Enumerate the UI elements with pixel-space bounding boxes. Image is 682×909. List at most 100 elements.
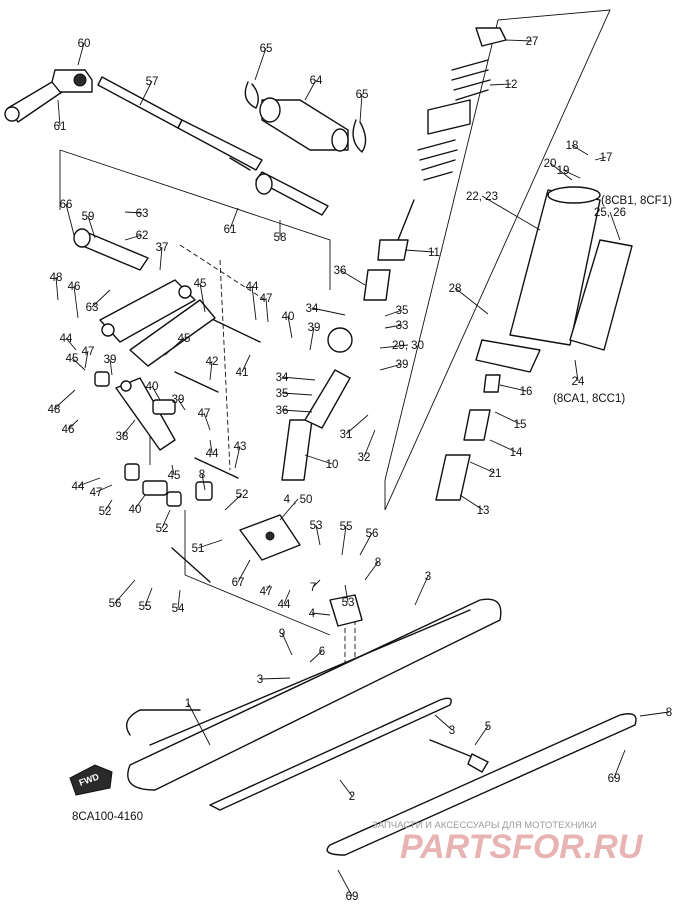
callout-number: 62	[136, 230, 149, 242]
callout-number: 27	[526, 36, 539, 48]
spring-12	[417, 27, 507, 181]
callout-number: 45	[178, 333, 191, 345]
callout-leader	[315, 524, 321, 546]
callout-number: 69	[346, 891, 359, 903]
callout-number: 17	[600, 152, 613, 164]
variant-label-lower: (8CA1, 8CC1)	[553, 393, 625, 405]
callout-number: 66	[60, 199, 73, 211]
callout-number: 40	[129, 504, 142, 516]
variant-label-upper: (8CB1, 8CF1)	[601, 195, 672, 207]
watermark-brand: PARTSFOR.RU	[400, 828, 644, 866]
callout-number: 48	[50, 272, 63, 284]
callout-number: 15	[514, 419, 527, 431]
collars-left	[94, 371, 213, 507]
callout-leader	[229, 207, 239, 230]
strut-10	[281, 327, 353, 481]
callout-leader	[311, 612, 331, 616]
callout-leader	[304, 79, 317, 101]
callout-leader	[144, 587, 153, 607]
callout-number: 42	[206, 356, 219, 368]
callout-leader	[339, 269, 366, 286]
callout-number: 52	[236, 489, 249, 501]
callout-leader	[251, 285, 257, 321]
ski-8	[326, 713, 637, 856]
callout-leader	[312, 579, 321, 588]
fwd-arrow	[69, 764, 113, 796]
callout-leader	[209, 439, 213, 454]
linkage-arm-37	[99, 279, 216, 367]
bolts-left	[171, 319, 261, 583]
callout-number: 3	[449, 725, 455, 737]
callout-leader	[77, 477, 101, 487]
callout-leader	[77, 42, 85, 66]
callout-leader	[203, 412, 211, 431]
callout-leader	[95, 484, 113, 493]
callout-leader	[234, 445, 241, 469]
callout-number: 56	[366, 528, 379, 540]
callout-number: 39	[104, 354, 117, 366]
callout-leader	[241, 354, 251, 373]
callout-number: 57	[146, 76, 159, 88]
watermark-tagline: ЗАПЧАСТИ И АКСЕССУАРЫ ДЛЯ МОТОТЕХНИКИ	[372, 820, 597, 831]
callout-number: 44	[246, 281, 259, 293]
clip-65	[244, 81, 367, 153]
callout-leader	[337, 869, 353, 897]
callout-leader	[609, 211, 621, 241]
callout-leader	[237, 559, 251, 583]
callout-number: 39	[308, 322, 321, 334]
callout-number: 38	[116, 431, 129, 443]
callout-number: 44	[72, 481, 85, 493]
callout-leader	[197, 539, 223, 549]
callout-number: 4 , 50	[284, 494, 313, 506]
bolt-5	[429, 739, 489, 773]
figure-code: 8CA100-4160	[72, 811, 143, 823]
callout-number: 10	[326, 459, 339, 471]
callout-number: 51	[192, 543, 205, 555]
callout-number: 43	[234, 441, 247, 453]
shock-22	[475, 186, 601, 373]
callout-number: 28	[449, 283, 462, 295]
callout-number: 22, 23	[466, 191, 498, 203]
callout-number: 61	[224, 224, 237, 236]
callout-leader	[454, 287, 489, 315]
callout-leader	[379, 363, 403, 371]
callout-number: 5	[485, 721, 491, 733]
callout-leader	[384, 324, 403, 329]
callout-number: 25, 26	[594, 207, 626, 219]
shaft-58	[255, 171, 329, 216]
callout-number: 64	[310, 75, 323, 87]
callout-leader	[344, 584, 349, 603]
shaft-59	[73, 228, 149, 271]
ski-1	[126, 598, 502, 791]
callout-number: 13	[477, 505, 490, 517]
callout-leader	[65, 337, 77, 351]
callout-number: 4	[309, 608, 316, 620]
callout-leader	[459, 494, 484, 511]
callout-leader	[209, 360, 213, 381]
callout-number: 60	[78, 38, 91, 50]
callout-leader	[613, 749, 626, 779]
callout-leader	[481, 195, 541, 231]
callout-number: 65	[356, 89, 369, 101]
callout-leader	[489, 439, 517, 453]
spindle-4	[239, 514, 363, 627]
rod-11	[363, 199, 415, 301]
callout-number: 39	[396, 359, 409, 371]
callout-number: 1	[185, 698, 191, 710]
callout-number: 41	[236, 367, 249, 379]
callout-number: 39	[172, 394, 185, 406]
callout-leader	[281, 392, 313, 396]
callout-number: 47	[90, 487, 103, 499]
callout-leader	[55, 276, 59, 301]
callout-number: 12	[505, 79, 518, 91]
callout-number: 6	[319, 646, 325, 658]
callout-leader	[265, 584, 271, 592]
callout-leader	[65, 203, 75, 236]
callout-leader	[57, 99, 61, 127]
callout-leader	[161, 509, 171, 529]
callout-leader	[279, 498, 299, 521]
callout-number: 3	[257, 674, 263, 686]
callout-leader	[504, 39, 533, 42]
arm-60	[4, 69, 93, 123]
callout-leader	[281, 376, 316, 381]
